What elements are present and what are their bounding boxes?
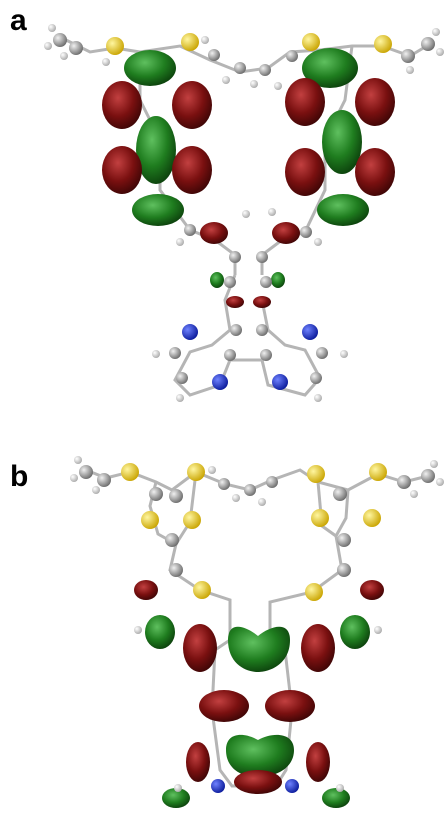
orbital-lobes-left <box>102 50 212 226</box>
panel-a-label: a <box>10 4 27 37</box>
panel-a-molecule <box>44 24 444 402</box>
panel-b-orbital-figure: b <box>0 410 448 814</box>
orbital-lobes-right <box>285 48 395 226</box>
panel-a-orbital-figure: a <box>10 4 444 402</box>
orbital-lobes-center <box>200 222 300 308</box>
atoms-b <box>70 456 444 793</box>
orbital-lobes-b <box>134 580 384 808</box>
atoms <box>44 24 444 402</box>
panel-b-molecule <box>70 456 444 808</box>
panel-b-label: b <box>10 460 29 493</box>
